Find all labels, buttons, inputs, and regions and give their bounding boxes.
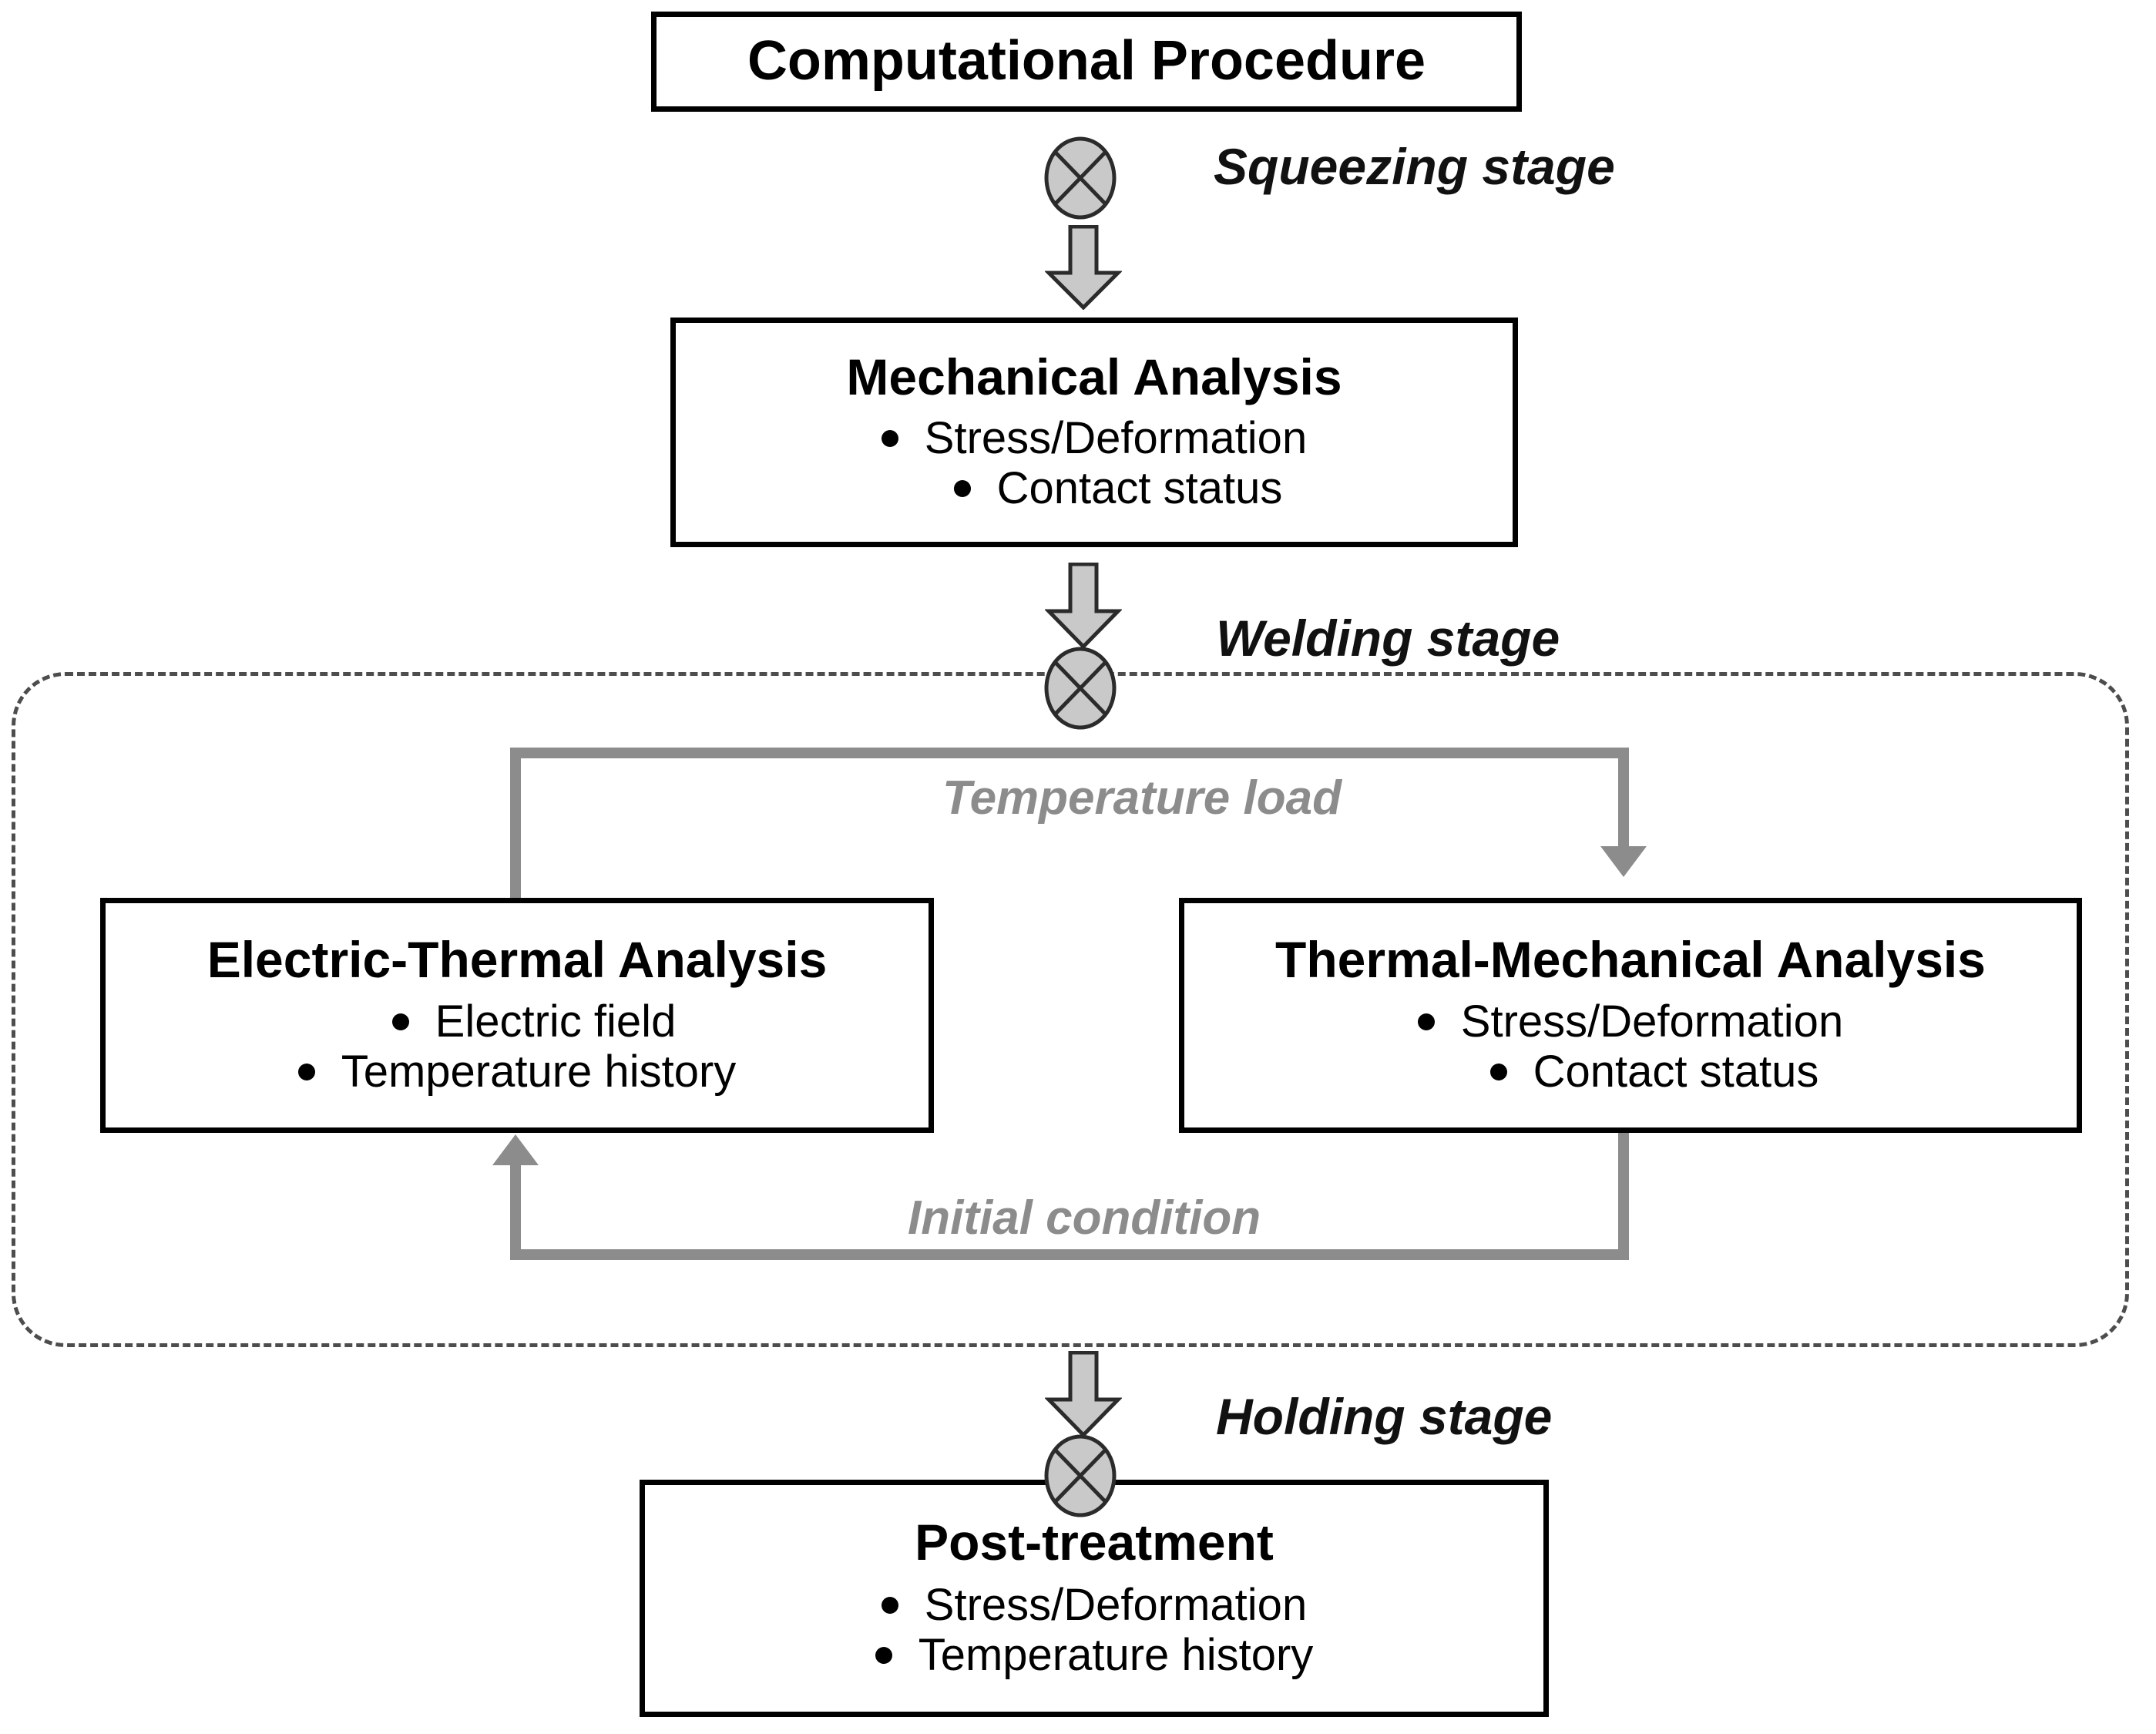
list-item: Stress/Deformation xyxy=(881,1579,1308,1631)
block-arrow-down-icon xyxy=(1043,224,1123,311)
list-item-label: Stress/Deformation xyxy=(924,412,1308,463)
stage-label-squeezing: Squeezing stage xyxy=(1214,138,1615,195)
node-mechanical-analysis[interactable]: Mechanical Analysis Stress/Deformation C… xyxy=(670,318,1518,547)
arrow-down-icon xyxy=(1600,846,1647,877)
bullet-icon xyxy=(881,1596,898,1614)
loop-segment-left-up xyxy=(510,748,521,902)
list-item-label: Electric field xyxy=(435,996,677,1047)
list-item-label: Stress/Deformation xyxy=(1460,996,1844,1047)
block-arrow-down-icon xyxy=(1044,562,1123,650)
node-computational-procedure[interactable]: Computational Procedure xyxy=(651,12,1522,112)
arrow-up-icon xyxy=(492,1134,539,1165)
list-item: Stress/Deformation xyxy=(1417,996,1844,1047)
node-post-treatment[interactable]: Post-treatment Stress/Deformation Temper… xyxy=(640,1480,1549,1717)
bullet-list: Stress/Deformation Contact status xyxy=(676,412,1513,514)
node-electric-thermal-analysis[interactable]: Electric-Thermal Analysis Electric field… xyxy=(100,898,934,1133)
bullet-list: Electric field Temperature history xyxy=(106,996,929,1097)
node-title: Post-treatment xyxy=(915,1514,1274,1571)
node-title: Thermal-Mechanical Analysis xyxy=(1275,930,1986,988)
bullet-list: Stress/Deformation Temperature history xyxy=(645,1579,1543,1681)
bullet-icon xyxy=(875,1646,892,1664)
list-item: Temperature history xyxy=(297,1047,737,1097)
bullet-icon xyxy=(1417,1013,1435,1031)
bullet-list: Stress/Deformation Contact status xyxy=(1184,996,2077,1097)
list-item: Contact status xyxy=(953,462,1283,514)
circled-x-icon xyxy=(1042,136,1119,220)
list-item-label: Stress/Deformation xyxy=(924,1579,1308,1630)
circled-x-icon xyxy=(1042,1433,1119,1518)
node-title: Mechanical Analysis xyxy=(846,348,1342,406)
loop-segment-bottom xyxy=(510,1249,1629,1260)
loop-segment-right-down xyxy=(1618,748,1629,846)
list-item-label: Contact status xyxy=(996,462,1283,513)
list-item: Electric field xyxy=(391,996,677,1047)
circled-x-icon xyxy=(1042,646,1119,731)
loop-label-temperature-load: Temperature load xyxy=(929,771,1355,825)
bullet-icon xyxy=(953,479,971,497)
list-item: Stress/Deformation xyxy=(881,412,1308,464)
block-arrow-down-icon xyxy=(1044,1350,1123,1438)
stage-label-holding: Holding stage xyxy=(1216,1388,1553,1445)
list-item-label: Temperature history xyxy=(341,1047,737,1097)
loop-segment-top xyxy=(510,748,1629,758)
list-item-label: Temperature history xyxy=(918,1629,1314,1680)
list-item: Temperature history xyxy=(875,1629,1314,1681)
loop-segment-left-return xyxy=(510,1165,521,1260)
loop-label-initial-condition: Initial condition xyxy=(894,1191,1275,1245)
loop-segment-right-return xyxy=(1618,1133,1629,1260)
bullet-icon xyxy=(297,1064,315,1081)
bullet-icon xyxy=(881,429,898,447)
list-item-label: Contact status xyxy=(1533,1047,1819,1097)
list-item: Contact status xyxy=(1489,1047,1819,1097)
node-title: Electric-Thermal Analysis xyxy=(207,930,828,988)
node-thermal-mechanical-analysis[interactable]: Thermal-Mechanical Analysis Stress/Defor… xyxy=(1179,898,2082,1133)
bullet-icon xyxy=(391,1013,409,1031)
node-title: Computational Procedure xyxy=(747,30,1426,92)
bullet-icon xyxy=(1489,1064,1507,1081)
stage-label-welding: Welding stage xyxy=(1216,610,1560,667)
